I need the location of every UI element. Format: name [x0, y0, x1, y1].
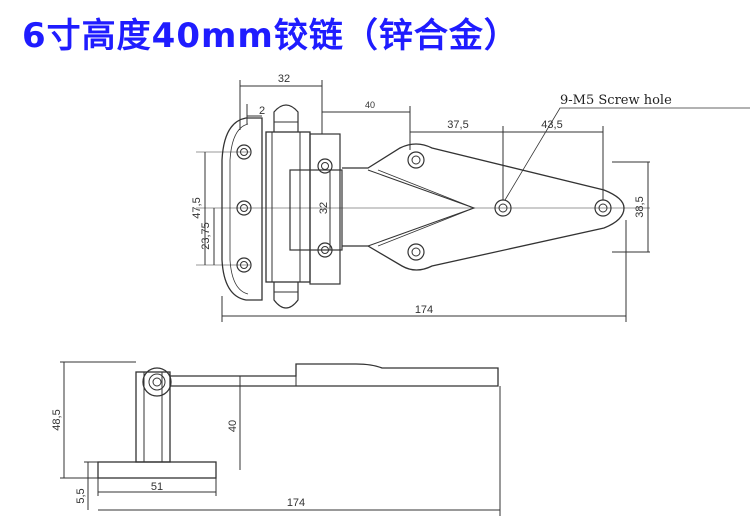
- screw-hole: [407, 243, 425, 261]
- dim-38-5: 38,5: [634, 196, 646, 217]
- dim-2: 2: [259, 105, 265, 117]
- dim-37-5: 37,5: [447, 119, 468, 131]
- screw-hole-note: 9-M5 Screw hole: [560, 93, 672, 108]
- dim-40: 40: [365, 100, 375, 110]
- dim-47-5: 47,5: [191, 197, 203, 218]
- pin-cap-top: [273, 104, 299, 132]
- side-view: [60, 361, 501, 516]
- leaf-side: [170, 363, 499, 387]
- dim-43-5: 43,5: [541, 119, 562, 131]
- base-plate-side: [97, 461, 217, 479]
- page-title: 6寸高度40mm铰链（锌合金）: [22, 16, 519, 56]
- dim-174-top: 174: [415, 304, 433, 316]
- dim-51: 51: [151, 481, 163, 493]
- base-plate-inner: [229, 123, 249, 295]
- top-view: [196, 80, 750, 322]
- dim-40-side: 40: [227, 420, 239, 432]
- dim-32-inner: 32: [318, 202, 330, 214]
- dim-174-side: 174: [287, 497, 305, 509]
- screw-hole: [407, 151, 425, 169]
- strap-arm: [342, 143, 625, 271]
- dim-23-75: 23,75: [200, 222, 212, 250]
- pin-knuckle: [142, 367, 172, 397]
- pin-cap-bottom: [273, 282, 299, 309]
- post: [135, 371, 171, 463]
- dim-32-top: 32: [278, 73, 290, 85]
- dim-5-5: 5,5: [75, 488, 87, 503]
- leaf-plate: [309, 133, 341, 285]
- dim-48-5: 48,5: [51, 409, 63, 430]
- knuckle-body: [265, 131, 311, 283]
- base-plate-outline: [221, 117, 263, 301]
- screw-hole: [317, 158, 333, 174]
